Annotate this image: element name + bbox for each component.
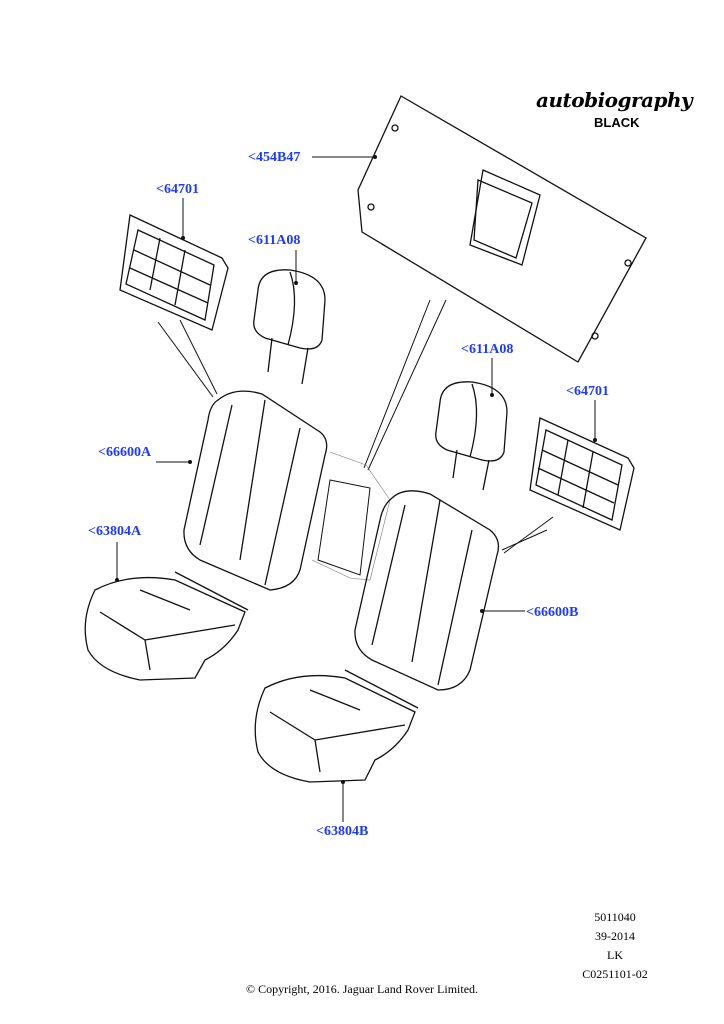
left-seat-back-drawing — [183, 390, 391, 591]
callout-66600B[interactable]: <66600B — [526, 605, 579, 620]
meta-line-3: LK — [607, 948, 623, 962]
meta-line-2: 39-2014 — [595, 929, 635, 943]
left-headrest-drawing — [253, 269, 326, 385]
callout-64701-right[interactable]: <64701 — [566, 384, 609, 399]
meta-line-4: C0251101-02 — [582, 967, 648, 981]
back-panel-drawing — [357, 95, 647, 363]
brand-variant: BLACK — [594, 115, 640, 130]
meta-line-1: 5011040 — [594, 910, 636, 924]
callout-611A08-right[interactable]: <611A08 — [461, 342, 514, 357]
callout-454B47[interactable]: <454B47 — [248, 150, 301, 165]
callout-611A08-left[interactable]: <611A08 — [248, 233, 301, 248]
callout-63804A[interactable]: <63804A — [88, 524, 142, 539]
right-headrest-drawing — [435, 381, 508, 491]
drawing-metadata: 5011040 39-2014 LK C0251101-02 — [570, 908, 660, 984]
copyright-notice: © Copyright, 2016. Jaguar Land Rover Lim… — [245, 982, 479, 996]
leader-lines — [116, 156, 596, 822]
right-trim-panel-drawing — [529, 417, 635, 531]
left-trim-panel-drawing — [119, 214, 229, 331]
right-seat-back-drawing — [354, 490, 500, 691]
callout-63804B[interactable]: <63804B — [316, 824, 369, 839]
callout-66600A[interactable]: <66600A — [98, 445, 152, 460]
right-seat-cushion-drawing — [254, 669, 419, 783]
left-seat-cushion-drawing — [84, 571, 249, 681]
callout-64701-left[interactable]: <64701 — [156, 182, 199, 197]
brand-logo: autobiography — [536, 88, 693, 112]
